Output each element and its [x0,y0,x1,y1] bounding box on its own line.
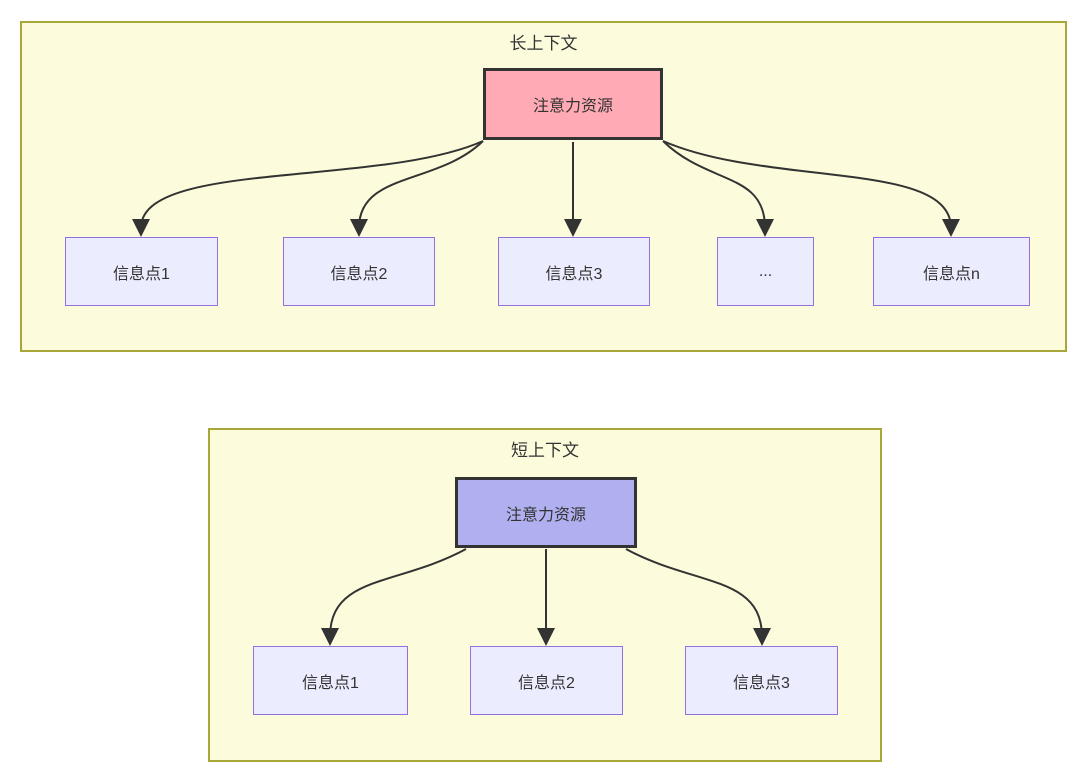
short-info-node-3-label: 信息点3 [733,674,790,692]
long-attention-resource-node: 注意力资源 [483,68,663,140]
short-info-node-3: 信息点3 [685,646,838,715]
long-info-node-ellipsis-label: ... [758,262,773,280]
long-info-node-2-label: 信息点2 [330,265,388,283]
long-attention-resource-label: 注意力资源 [532,98,613,115]
long-info-node-3: 信息点3 [498,237,650,306]
short-info-node-2-label: 信息点2 [518,674,575,692]
long-info-node-ellipsis: ... [717,237,814,306]
long-info-node-1-label: 信息点1 [113,265,170,283]
short-info-node-1: 信息点1 [253,646,408,715]
short-context-title: 短上下文 [511,441,579,460]
short-attention-resource-node: 注意力资源 [455,477,637,548]
short-info-node-2: 信息点2 [470,646,623,715]
long-info-node-2: 信息点2 [283,237,435,306]
short-attention-resource-label: 注意力资源 [505,506,586,524]
long-info-node-n: 信息点n [873,237,1030,306]
long-info-node-3-label: 信息点3 [545,265,603,283]
long-info-node-n-label: 信息点n [923,265,980,283]
short-info-node-1-label: 信息点1 [302,674,359,692]
long-info-node-1: 信息点1 [65,237,218,306]
long-context-title: 长上下文 [509,34,578,53]
